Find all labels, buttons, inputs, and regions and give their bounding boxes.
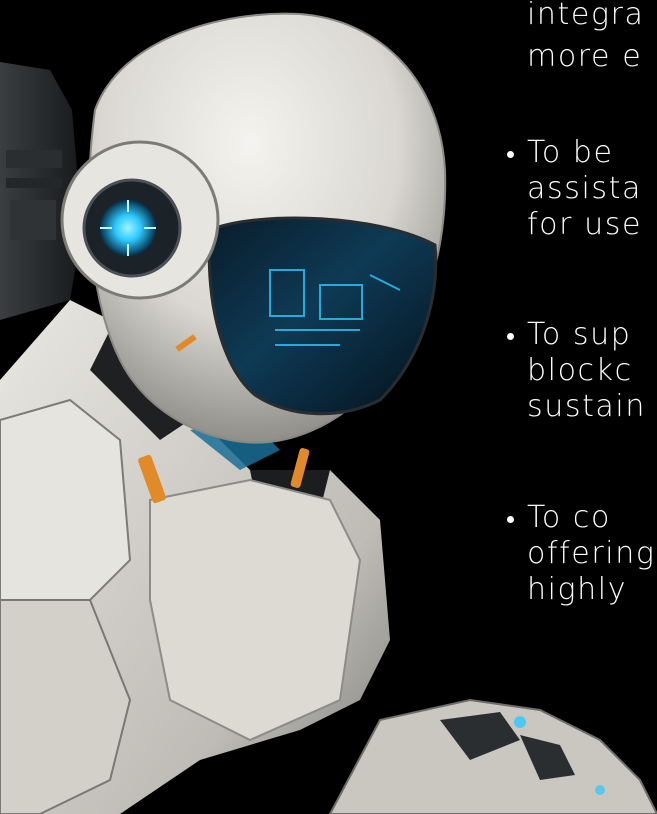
bullet-3-line-2: offering	[527, 536, 656, 571]
intro-line-2: more e	[527, 39, 643, 74]
bullet-text-3: To co offering highly	[527, 500, 655, 608]
bullet-1-line-3: for use	[527, 207, 643, 242]
robot-hand	[328, 698, 657, 814]
bullet-dot-icon	[507, 516, 514, 523]
bullet-text-2: To sup blockc sustain	[527, 317, 646, 425]
bullet-dot-icon	[507, 151, 514, 158]
bullet-1-line-1: To be	[527, 135, 614, 170]
bullet-3-line-3: highly	[527, 572, 628, 607]
bullet-2-line-3: sustain	[527, 389, 646, 424]
robot-body	[0, 300, 390, 814]
background-machine	[0, 62, 82, 320]
bullet-3-line-1: To co	[527, 500, 611, 535]
bullet-2-line-2: blockc	[527, 353, 633, 388]
bullet-2-line-1: To sup	[527, 317, 632, 352]
bullet-1-line-2: assista	[527, 171, 642, 206]
bullet-text-1: To be assista for use	[527, 135, 642, 243]
intro-line-1: integra	[527, 0, 645, 32]
robot-helmet	[60, 12, 447, 444]
bullet-dot-icon	[507, 333, 514, 340]
